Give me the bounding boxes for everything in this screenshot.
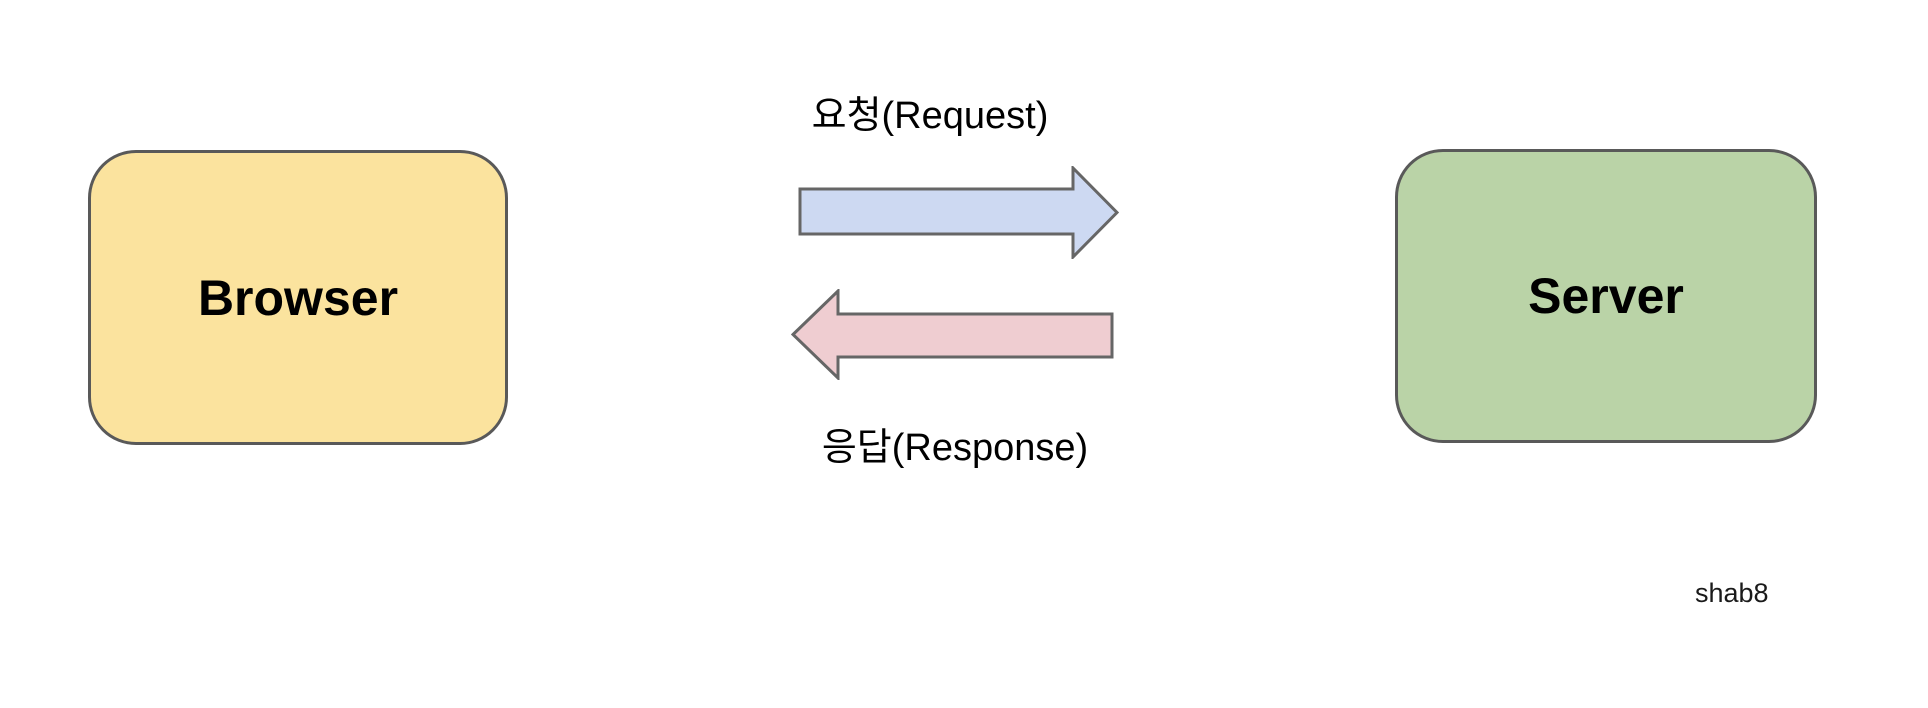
browser-node: Browser <box>88 150 508 445</box>
request-arrow-icon <box>798 166 1120 259</box>
response-arrow-icon <box>791 289 1114 380</box>
server-node-label: Server <box>1528 268 1684 324</box>
server-node: Server <box>1395 149 1817 443</box>
request-edge-label: 요청(Request) <box>811 95 1049 137</box>
response-edge-label: 응답(Response) <box>821 427 1089 469</box>
browser-node-label: Browser <box>197 269 399 326</box>
watermark-text: shab8 <box>1695 578 1769 608</box>
